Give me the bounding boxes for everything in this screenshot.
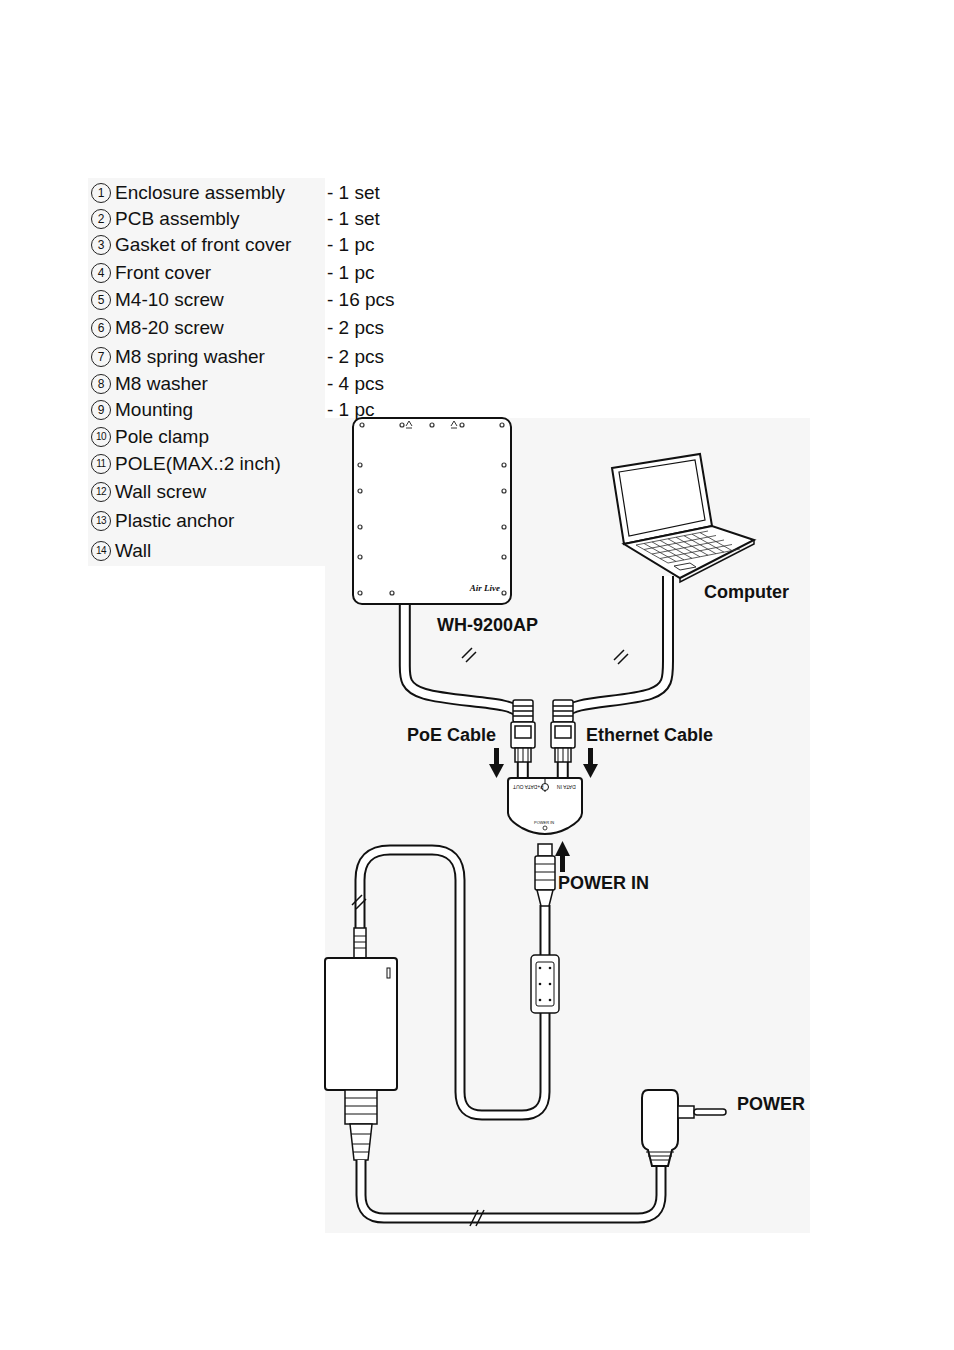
injector-body — [508, 778, 582, 834]
cable-label: PoE Cable — [407, 724, 496, 746]
part-quantity: - 1 pc — [327, 399, 375, 421]
device-label: WH-9200AP — [437, 615, 538, 636]
port-label: DATA IN — [557, 784, 576, 790]
callout-number: 10 — [91, 427, 111, 447]
part-name: Wall — [115, 540, 151, 562]
part-name: Wall screw — [115, 481, 206, 503]
plug-pin — [694, 1109, 726, 1115]
screw-dot — [502, 463, 506, 467]
screw-dot — [400, 423, 404, 427]
power-jack — [543, 826, 547, 830]
callout-number: 13 — [91, 511, 111, 531]
screw-dot — [502, 555, 506, 559]
callout-number: 5 — [91, 290, 111, 310]
mains-cable — [361, 1160, 661, 1226]
part-name: Enclosure assembly — [115, 182, 285, 204]
callout-number: 12 — [91, 482, 111, 502]
screw-dot — [358, 591, 362, 595]
port-label: POWER IN — [534, 820, 554, 825]
callout-number: 6 — [91, 318, 111, 338]
poe-injector: P+DATA OUT DATA IN POWER IN — [508, 778, 582, 838]
cable-outline — [563, 576, 668, 778]
device-label: POWER — [737, 1094, 805, 1115]
dc-plug — [535, 844, 555, 906]
screw-dot — [460, 423, 464, 427]
callout-number: 11 — [91, 454, 111, 474]
housing — [353, 418, 511, 604]
part-quantity: - 2 pcs — [327, 346, 384, 368]
callout-number: 8 — [91, 374, 111, 394]
computer: Computer — [608, 452, 758, 582]
part-name: POLE(MAX.:2 inch) — [115, 453, 281, 475]
callout-number: 3 — [91, 235, 111, 255]
port-label: P+DATA OUT — [513, 784, 544, 790]
plug-grip — [646, 1152, 674, 1160]
device-label: Computer — [704, 582, 789, 603]
rj45-plug — [551, 700, 575, 762]
screw-dot — [390, 591, 394, 595]
touchpad — [674, 563, 696, 570]
part-quantity: - 1 pc — [327, 234, 375, 256]
plug-body — [642, 1090, 678, 1166]
screw-dot — [360, 423, 364, 427]
parts-list-ground — [88, 178, 325, 566]
computer-outline — [608, 452, 758, 582]
power-adapter — [325, 928, 397, 1160]
part-name: PCB assembly — [115, 208, 240, 230]
mains-plug-outline — [638, 1088, 694, 1168]
cable-fill — [563, 576, 668, 778]
part-name: Plastic anchor — [115, 510, 234, 532]
screw-dot — [500, 423, 504, 427]
part-quantity: - 2 pcs — [327, 317, 384, 339]
callout-number: 1 — [91, 183, 111, 203]
screw-dot — [502, 489, 506, 493]
screw-dot — [430, 423, 434, 427]
part-quantity: - 1 pc — [327, 262, 375, 284]
part-name: M8 washer — [115, 373, 208, 395]
antenna-mark — [451, 421, 457, 428]
part-name: M4-10 screw — [115, 289, 224, 311]
data-cable — [563, 576, 668, 778]
screw-dot — [358, 525, 362, 529]
part-quantity: - 1 set — [327, 182, 380, 204]
part-name: Mounting — [115, 399, 193, 421]
laptop-screen — [619, 460, 705, 536]
screw-dot — [358, 555, 362, 559]
brand-logo: Air Live — [470, 583, 500, 593]
callout-number: 14 — [91, 541, 111, 561]
ferrite-bead — [531, 955, 559, 1013]
keyboard — [636, 531, 740, 563]
illustration-ground — [325, 418, 810, 1233]
insert-arrow — [583, 748, 598, 778]
access-point-unit: Air LiveWH-9200AP — [352, 417, 512, 605]
screw-dot — [502, 591, 506, 595]
part-name: Pole clamp — [115, 426, 209, 448]
callout-number: 4 — [91, 263, 111, 283]
port-callout: POWER IN — [558, 872, 649, 894]
part-quantity: - 16 pcs — [327, 289, 395, 311]
screw-dot — [358, 489, 362, 493]
part-name: M8 spring washer — [115, 346, 265, 368]
part-name: Gasket of front cover — [115, 234, 291, 256]
mains-plug: POWER — [638, 1088, 694, 1168]
cable-label: Ethernet Cable — [586, 724, 713, 746]
insert-arrow — [489, 748, 504, 778]
access-point-unit-outline — [352, 417, 512, 605]
part-quantity: - 4 pcs — [327, 373, 384, 395]
cable-break-marks — [462, 648, 628, 664]
key-column — [700, 533, 732, 551]
antenna-mark — [406, 421, 412, 428]
callout-number: 7 — [91, 347, 111, 367]
laptop-base — [624, 526, 754, 578]
part-name: M8-20 screw — [115, 317, 224, 339]
callout-number: 9 — [91, 400, 111, 420]
callout-number: 2 — [91, 209, 111, 229]
screw-dot — [358, 463, 362, 467]
rj45-plug — [511, 700, 535, 762]
part-quantity: - 1 set — [327, 208, 380, 230]
insert-arrow — [555, 841, 570, 872]
part-name: Front cover — [115, 262, 211, 284]
screw-dot — [502, 525, 506, 529]
plug-face — [678, 1106, 694, 1118]
